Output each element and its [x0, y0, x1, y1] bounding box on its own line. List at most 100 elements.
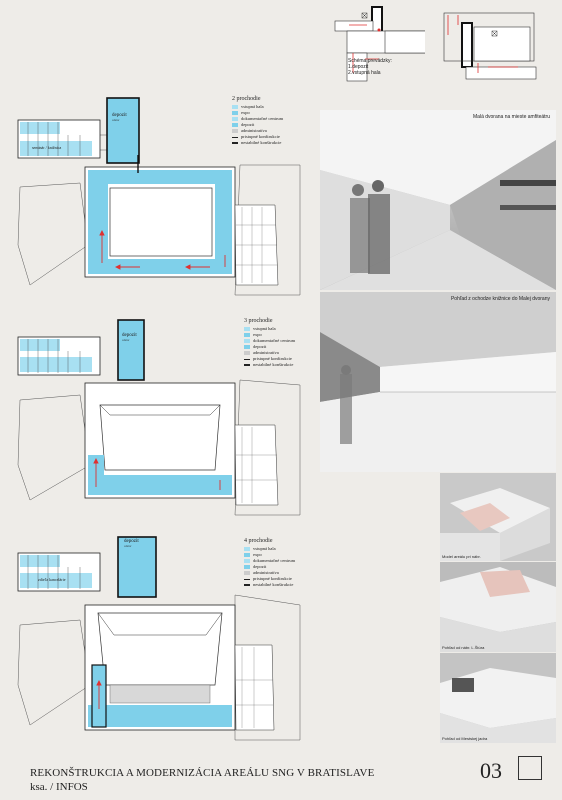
floor-plan-4-room-label: zdieľa kancelárie [38, 577, 66, 582]
schema-diagram-2-svg [443, 12, 537, 80]
depot-label: depozit [122, 333, 137, 338]
legend-label: administratíva [253, 350, 279, 355]
legend-row: dokumentačné centrum [244, 558, 314, 564]
page-subtitle: ksa. / INFOS [30, 781, 88, 793]
floor-plan-3-depot-label: depozit otvor [122, 333, 137, 342]
legend-label: pristupné konštrukcie [253, 576, 292, 581]
legend-swatch [244, 339, 250, 343]
legend-label: administratíva [253, 570, 279, 575]
model-photo-3-svg [440, 653, 556, 743]
legend-swatch [244, 578, 250, 580]
legend-row: expo [244, 552, 314, 558]
render-library-view-svg [320, 292, 556, 472]
legend-label: vstupná hala [241, 104, 264, 109]
legend-swatch [232, 136, 238, 138]
floor-plan-4-svg [17, 536, 301, 741]
depot-label: depozit [112, 113, 127, 118]
legend-row: depozit [244, 564, 314, 570]
legend-label: depozit [253, 564, 267, 569]
legend-row: dokumentačné centrum [244, 338, 314, 344]
legend-label: expo [241, 110, 250, 115]
page-number-box [518, 756, 542, 780]
legend-label: pristupné konštrukcie [253, 356, 292, 361]
render-library-view-caption: Pohľad z ochodze knižnice do Malej dvora… [450, 296, 550, 302]
depot-label: depozit [124, 539, 139, 544]
legend-row: vstupná hala [244, 546, 314, 552]
legend-label: nestabilné konštrukcie [253, 362, 294, 367]
legend-swatch [244, 584, 250, 586]
legend-row: nestabilné konštrukcie [244, 362, 314, 368]
depot-sublabel: otvor [124, 544, 132, 548]
legend-label: dokumentačné centrum [253, 558, 296, 563]
depot-sublabel: otvor [122, 338, 130, 342]
legend-swatch [244, 547, 250, 551]
model-photo-1-caption: Model areálu pri nábr. [442, 554, 481, 559]
floor-plan-2-room-label: seminár / knižnica [32, 145, 62, 150]
legend-swatch [244, 571, 250, 575]
floor-legend-3: 3 prochodie vstupná hala expo dokumentač… [244, 318, 314, 368]
legend-row: dokumentačné centrum [232, 116, 302, 122]
schema-diagram-2 [438, 5, 540, 87]
legend-swatch [244, 553, 250, 557]
model-photo-1: Model areálu pri nábr. [440, 473, 556, 561]
floor-heading-2: 2 prochodie [232, 96, 261, 102]
schema-diagram-1 [325, 5, 430, 85]
legend-swatch [232, 123, 238, 127]
legend-row: depozit [232, 122, 302, 128]
legend-label: dokumentačné centrum [241, 116, 284, 121]
floor-plan-2-svg [17, 97, 301, 296]
legend-swatch [244, 358, 250, 360]
render-small-hall: Malá dvorana na mieste amfiteátru [320, 110, 556, 290]
legend-swatch [232, 117, 238, 121]
legend-label: depozit [253, 344, 267, 349]
depot-sublabel: otvor [112, 118, 120, 122]
legend-row: expo [232, 110, 302, 116]
floor-plan-4: depozit otvor zdieľa kancelárie [10, 535, 310, 745]
legend-row: pristupné konštrukcie [244, 576, 314, 582]
floor-heading-4: 4 prochodie [244, 538, 273, 544]
legend-label: nestabilné konštrukcie [241, 140, 282, 145]
legend-row: administratíva [244, 570, 314, 576]
schema-legend-item-2: 2.vstupná hala [348, 70, 381, 76]
page-title: REKONŠTRUKCIA A MODERNIZÁCIA AREÁLU SNG … [30, 767, 375, 779]
legend-swatch [244, 333, 250, 337]
legend-row: pristupné konštrukcie [244, 356, 314, 362]
render-library-view: Pohľad z ochodze knižnice do Malej dvora… [320, 292, 556, 472]
legend-swatch [244, 345, 250, 349]
model-photo-2-svg [440, 562, 556, 652]
legend-label: vstupná hala [253, 326, 276, 331]
floor-plan-2: depozit otvor seminár / knižnica [10, 95, 310, 300]
legend-label: pristupné konštrukcie [241, 134, 280, 139]
model-photo-1-svg [440, 473, 556, 561]
legend-row: pristupné konštrukcie [232, 134, 302, 140]
floor-legend-2: 2 prochodie vstupná hala expo dokumentač… [232, 96, 302, 146]
legend-swatch [244, 327, 250, 331]
legend-label: administratíva [241, 128, 267, 133]
legend-row: administratíva [232, 128, 302, 134]
legend-row: depozit [244, 344, 314, 350]
legend-swatch [244, 559, 250, 563]
legend-label: depozit [241, 122, 255, 127]
legend-row: vstupná hala [244, 326, 314, 332]
floor-plan-4-depot-label: depozit otvor [124, 539, 139, 548]
model-photo-2: Pohľad od nábr. L.Štúra [440, 562, 556, 652]
legend-swatch [232, 129, 238, 133]
legend-label: expo [253, 332, 262, 337]
floor-heading-3: 3 prochodie [244, 318, 273, 324]
floor-plan-2-depot-label: depozit otvor [112, 113, 127, 122]
legend-swatch [232, 111, 238, 115]
legend-row: nestabilné konštrukcie [244, 582, 314, 588]
floor-plan-3: depozit otvor [10, 315, 310, 520]
legend-row: vstupná hala [232, 104, 302, 110]
model-photo-3-caption: Pohľad od Mestskej jadra [442, 736, 488, 741]
legend-label: dokumentačné centrum [253, 338, 296, 343]
schema-diagram-1-svg [334, 6, 430, 82]
legend-row: nestabilné konštrukcie [232, 140, 302, 146]
schema-legend-title: Schéma prevádzky: [348, 58, 392, 64]
model-photo-2-caption: Pohľad od nábr. L.Štúra [442, 645, 485, 650]
floor-legend-4: 4 prochodie vstupná hala expo dokumentač… [244, 538, 314, 588]
schema-legend-item-1: 1.depozit [348, 64, 369, 70]
legend-swatch [244, 364, 250, 366]
schema-legend: Schéma prevádzky: 1.depozit 2.vstupná ha… [348, 58, 392, 76]
legend-label: vstupná hala [253, 546, 276, 551]
